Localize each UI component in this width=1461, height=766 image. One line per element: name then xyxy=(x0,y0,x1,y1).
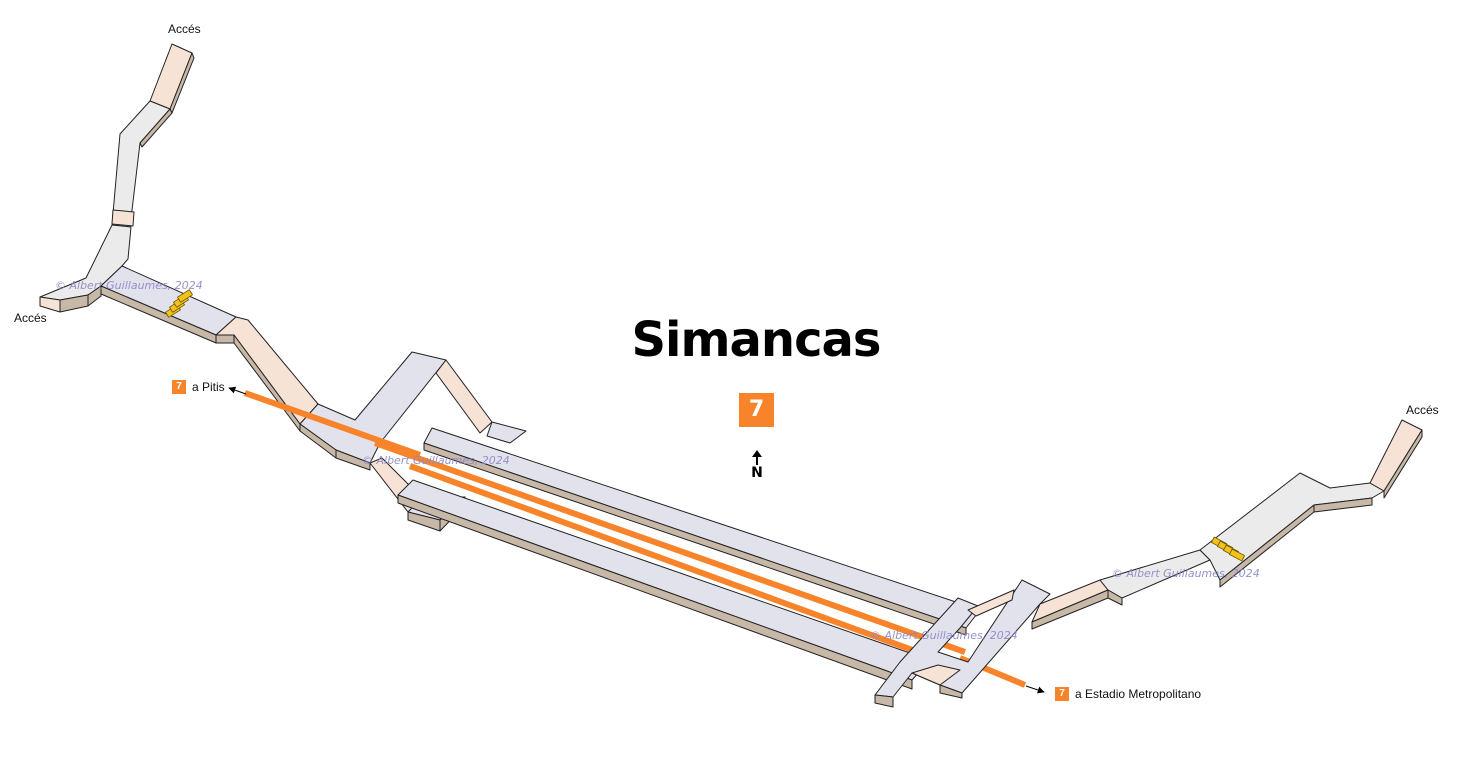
stairs-e-north xyxy=(967,589,1015,617)
hall-e xyxy=(1199,472,1385,581)
stairs-nw-mid xyxy=(111,209,135,227)
destination-line-badge: 7 xyxy=(1055,687,1069,701)
arrow-to-estadio xyxy=(1025,685,1045,694)
stairs-nw-long xyxy=(215,316,319,425)
corridor-w-north xyxy=(486,421,527,444)
destination-line-badge: 7 xyxy=(172,380,186,394)
track-south xyxy=(408,463,947,665)
stairs-west xyxy=(39,296,61,313)
escalator-icon xyxy=(1211,536,1245,562)
line-badge: 7 xyxy=(739,393,774,427)
arrow-to-pitis xyxy=(228,386,247,395)
destination-label: a Estadio Metropolitano xyxy=(1075,687,1202,701)
platforms xyxy=(397,427,981,690)
north-indicator: N xyxy=(744,450,770,480)
copyright-watermark: © Albert Guillaumes, 2024 xyxy=(362,454,510,467)
north-label: N xyxy=(751,465,763,481)
destination-pitis: 7 a Pitis xyxy=(172,380,225,394)
copyright-watermark: © Albert Guillaumes, 2024 xyxy=(55,279,203,292)
stairs-e-south xyxy=(911,664,961,686)
northwest-access xyxy=(39,43,319,432)
station-title: Simancas xyxy=(631,312,881,368)
stairs-e-top xyxy=(1369,419,1423,492)
access-label-west: Accés xyxy=(14,311,47,325)
north-arrow-icon xyxy=(752,450,762,465)
track-west-extension xyxy=(243,390,422,458)
destination-estadio: 7 a Estadio Metropolitano xyxy=(1055,687,1201,701)
copyright-watermark: © Albert Guillaumes, 2024 xyxy=(870,629,1018,642)
access-label-north: Accés xyxy=(168,22,201,36)
east-vestibule xyxy=(874,419,1423,708)
access-label-east: Accés xyxy=(1406,403,1439,417)
copyright-watermark: © Albert Guillaumes, 2024 xyxy=(1112,567,1260,580)
escalator-icon xyxy=(165,289,193,318)
track-north xyxy=(373,440,967,655)
stairs-w-north xyxy=(435,359,493,434)
corridor-e xyxy=(1099,549,1211,599)
destination-label: a Pitis xyxy=(192,380,225,394)
